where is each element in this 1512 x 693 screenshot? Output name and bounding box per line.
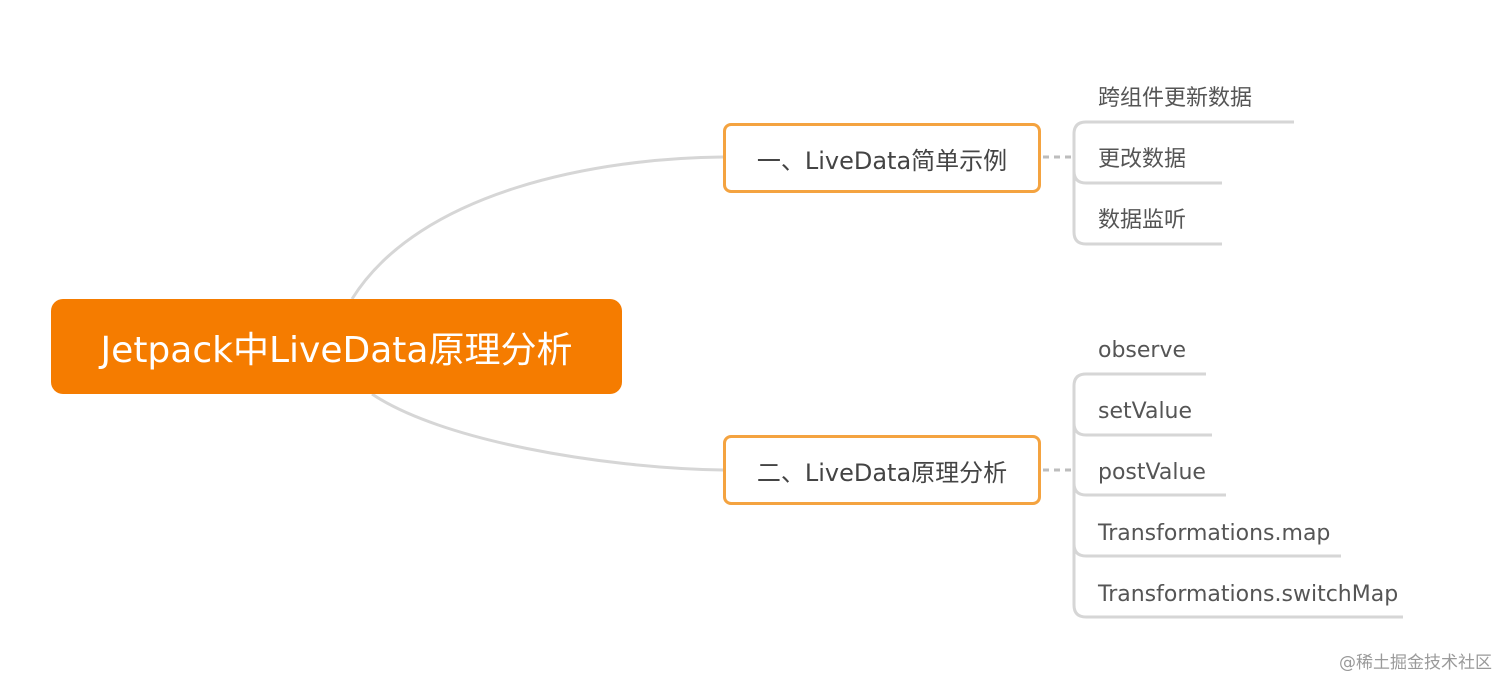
leaf-label: 数据监听 [1098,208,1187,233]
leaf-data-listen[interactable]: 数据监听 [1098,206,1186,236]
leaf-label: Transformations.switchMap [1098,582,1399,607]
leaf-label: postValue [1098,460,1206,485]
leaf-setvalue[interactable]: setValue [1098,397,1192,427]
leaf-label: 更改数据 [1098,147,1187,172]
leaf-transformations-switchmap[interactable]: Transformations.switchMap [1098,580,1398,610]
branch-node-label: 二、LiveData原理分析 [756,458,1008,487]
root-node-label: Jetpack中LiveData原理分析 [100,329,573,371]
root-node[interactable]: Jetpack中LiveData原理分析 [51,299,622,394]
branch-2-bracket [1072,372,1403,619]
branch-node-simple-example[interactable]: 一、LiveData简单示例 [723,123,1041,193]
branch-1-bracket [1072,120,1294,246]
leaf-transformations-map[interactable]: Transformations.map [1098,519,1330,549]
root-to-branch-2-connector [371,392,724,472]
leaf-label: Transformations.map [1098,521,1331,546]
root-to-branch-1-connector [350,155,724,300]
branch-1-underline-2 [1072,170,1222,185]
branch-node-principle-analysis[interactable]: 二、LiveData原理分析 [723,435,1041,505]
leaf-label: setValue [1098,399,1193,424]
leaf-label: 跨组件更新数据 [1098,86,1253,111]
branch-2-underline-2 [1072,422,1212,437]
branch-node-label: 一、LiveData简单示例 [756,146,1008,175]
leaf-cross-component-update[interactable]: 跨组件更新数据 [1098,84,1252,114]
leaf-observe[interactable]: observe [1098,336,1186,366]
watermark: @稀土掘金技术社区 [1339,653,1492,673]
leaf-label: observe [1098,338,1187,363]
leaf-change-data[interactable]: 更改数据 [1098,145,1186,175]
branch-2-underline-3 [1072,482,1226,497]
branch-2-underline-4 [1072,543,1341,558]
leaf-postvalue[interactable]: postValue [1098,458,1206,488]
